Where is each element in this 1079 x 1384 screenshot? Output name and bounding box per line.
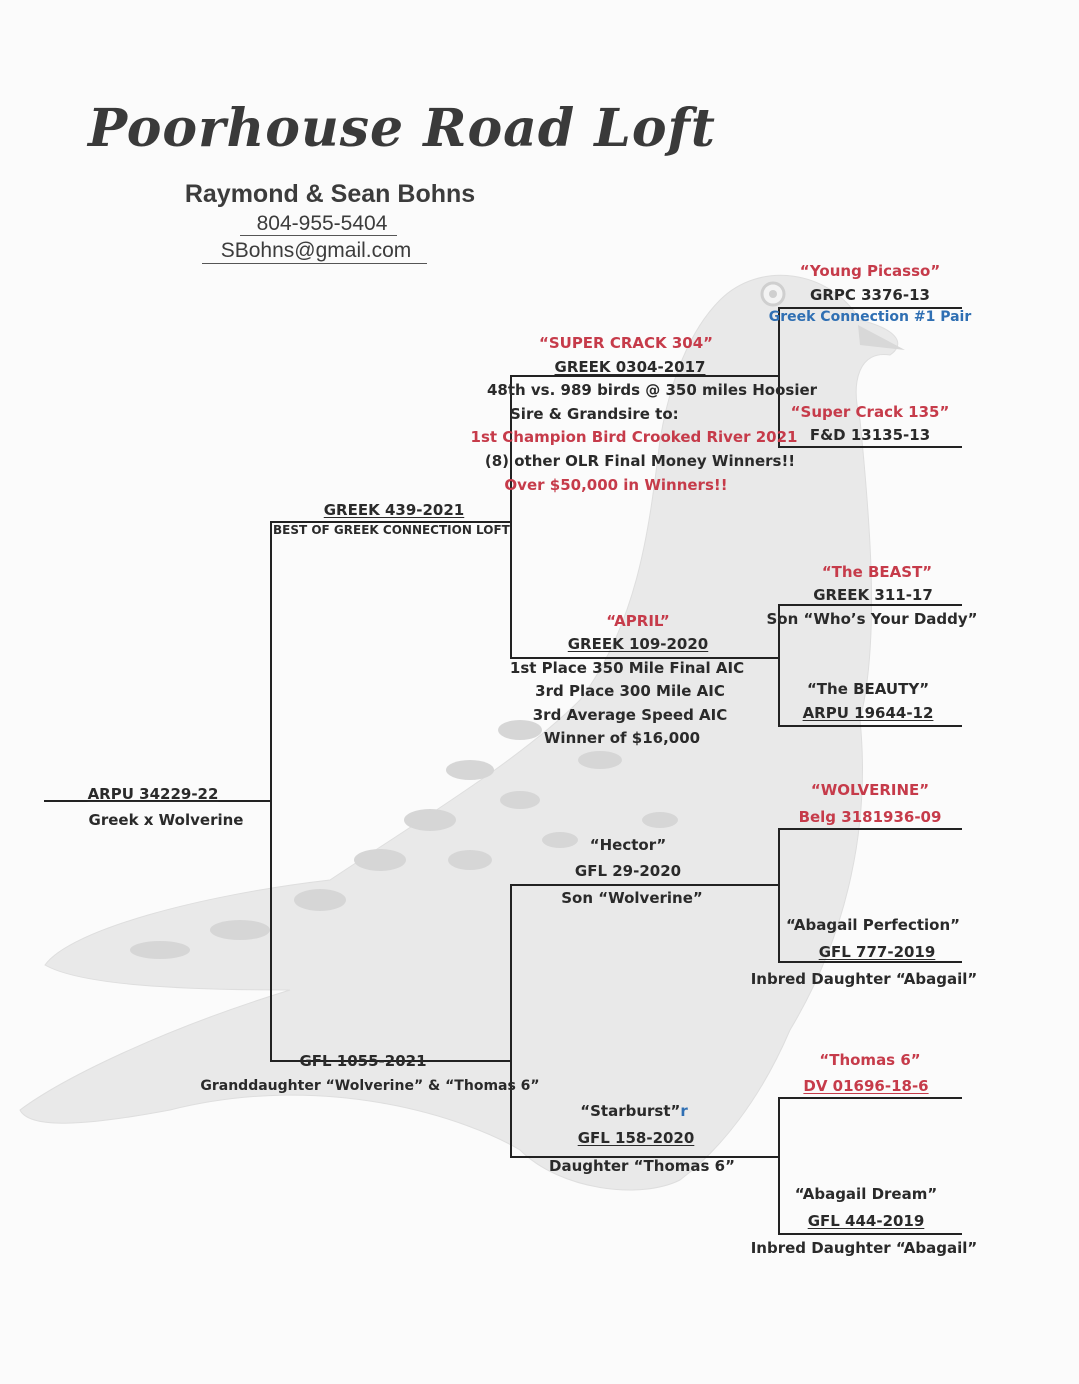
email-address: SBohns@gmail.com xyxy=(220,239,412,262)
sire-sire-note: (8) other OLR Final Money Winners!! xyxy=(484,452,796,470)
sire-sire-name: “SUPER CRACK 304” xyxy=(538,334,714,352)
ggp-name: “Young Picasso” xyxy=(799,262,941,280)
ggp-band: GRPC 3376-13 xyxy=(810,286,930,304)
sire-dam-note: Winner of $16,000 xyxy=(543,729,701,747)
ggp-name: “The BEAST” xyxy=(821,563,933,581)
sire-dam-note: 3rd Place 300 Mile AIC xyxy=(535,682,725,700)
ggp-note: Son “Who’s Your Daddy” xyxy=(766,610,978,628)
ggp-name: “The BEAUTY” xyxy=(806,680,930,698)
ggp-note: Inbred Daughter “Abagail” xyxy=(750,1239,978,1257)
dam-dam-band: GFL 158-2020 xyxy=(577,1129,695,1147)
dam-sire-name: “Hector” xyxy=(589,836,667,854)
owners-name: Raymond & Sean Bohns xyxy=(184,180,476,208)
ggp-name: “WOLVERINE” xyxy=(810,781,930,799)
phone-number: 804-955-5404 xyxy=(256,212,388,235)
subject-cross: Greek x Wolverine xyxy=(88,811,244,829)
dam-band: GFL 1055-2021 xyxy=(299,1052,427,1070)
sire-dam-note: 3rd Average Speed AIC xyxy=(532,706,728,724)
ggp-name: “Super Crack 135” xyxy=(790,403,950,421)
ggp-name: “Thomas 6” xyxy=(819,1051,921,1069)
sire-sire-note: 1st Champion Bird Crooked River 2021 xyxy=(470,428,798,446)
sire-dam-name: “APRIL” xyxy=(606,612,670,630)
ggp-band: DV 01696-18-6 xyxy=(803,1077,929,1095)
ggp-name: “Abagail Perfection” xyxy=(785,916,961,934)
phone-underline xyxy=(240,235,397,236)
sire-sire-note: 48th vs. 989 birds @ 350 miles Hoosier xyxy=(486,381,818,399)
ggp-band: F&D 13135-13 xyxy=(809,426,931,444)
subject-band: ARPU 34229-22 xyxy=(87,785,219,803)
ggp-name: “Abagail Dream” xyxy=(794,1185,938,1203)
ggp-band: GFL 444-2019 xyxy=(807,1212,925,1230)
ggp-band: GFL 777-2019 xyxy=(818,943,936,961)
email-underline xyxy=(202,263,427,264)
ggp-band: GREEK 311-17 xyxy=(813,586,933,604)
sire-dam-band: GREEK 109-2020 xyxy=(567,635,709,653)
ggp-band: ARPU 19644-12 xyxy=(802,704,934,722)
sire-sire-note: Over $50,000 in Winners!! xyxy=(504,476,728,494)
loft-name-heading: Poorhouse Road Loft xyxy=(88,98,716,159)
dam-dam-name: “Starburst”r xyxy=(580,1102,688,1120)
sire-sire-note: Sire & Grandsire to: xyxy=(510,405,679,423)
ggp-note: Greek Connection #1 Pair xyxy=(768,309,972,325)
sire-dam-note: 1st Place 350 Mile Final AIC xyxy=(509,659,745,677)
dam-dam-note: Daughter “Thomas 6” xyxy=(549,1157,735,1175)
dam-sire-band: GFL 29-2020 xyxy=(574,862,682,880)
dam-sire-note: Son “Wolverine” xyxy=(561,889,703,907)
dam-note: Granddaughter “Wolverine” & “Thomas 6” xyxy=(200,1078,540,1094)
sire-band: GREEK 439-2021 xyxy=(323,501,465,519)
ggp-note: Inbred Daughter “Abagail” xyxy=(750,970,978,988)
sire-sire-band: GREEK 0304-2017 xyxy=(554,358,706,376)
ggp-band: Belg 3181936-09 xyxy=(798,808,942,826)
sire-note: BEST OF GREEK CONNECTION LOFT xyxy=(273,523,510,537)
